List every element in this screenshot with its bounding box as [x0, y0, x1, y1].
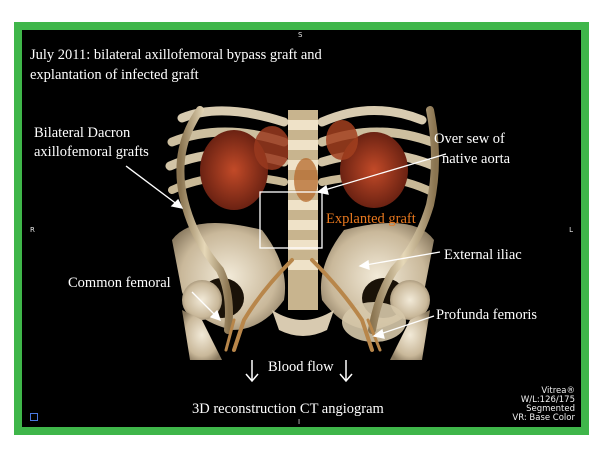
viewer-brand: Vitrea® — [541, 386, 575, 396]
ct-reconstruction-figure — [125, 105, 447, 383]
orientation-top: S — [298, 31, 303, 39]
green-border-frame: July 2011: bilateral axillofemoral bypas… — [14, 22, 589, 435]
label-profunda-femoris: Profunda femoris — [436, 307, 538, 323]
header-line-2: explantation of infected graft — [30, 67, 199, 83]
caption: 3D reconstruction CT angiogram — [192, 401, 384, 417]
orientation-bottom: I — [298, 418, 301, 426]
label-blood-flow: Blood flow — [268, 359, 334, 375]
header-line-1: July 2011: bilateral axillofemoral bypas… — [30, 47, 322, 63]
label-oversew-line-1: Over sew of — [434, 131, 505, 147]
iliac-femoral-vessels — [224, 258, 382, 352]
orientation-right: L — [569, 226, 573, 234]
pointer-arrows — [125, 153, 447, 339]
label-oversew-line-2: native aorta — [442, 151, 511, 167]
spine — [288, 110, 318, 310]
label-dacron-line-1: Bilateral Dacron — [34, 125, 131, 141]
ct-angiogram-image: July 2011: bilateral axillofemoral bypas… — [22, 30, 581, 427]
label-dacron-line-2: axillofemoral grafts — [34, 144, 149, 160]
viewer-mode: Segmented — [526, 404, 575, 414]
viewer-render: VR: Base Color — [512, 413, 575, 423]
axillofemoral-grafts — [176, 106, 439, 334]
viewer-marker-icon — [30, 413, 38, 421]
orientation-left: R — [30, 226, 35, 234]
left-kidney — [340, 132, 408, 208]
label-external-iliac: External iliac — [444, 247, 522, 263]
viewer-info: Vitrea® W/L:126/175 Segmented VR: Base C… — [512, 387, 575, 423]
label-explanted-graft: Explanted graft — [326, 211, 416, 227]
explanted-graft-box — [259, 191, 323, 249]
blood-flow-arrows — [245, 360, 353, 383]
label-common-femoral: Common femoral — [68, 275, 171, 291]
viewer-window-level: W/L:126/175 — [520, 395, 575, 405]
right-kidney — [200, 130, 268, 210]
